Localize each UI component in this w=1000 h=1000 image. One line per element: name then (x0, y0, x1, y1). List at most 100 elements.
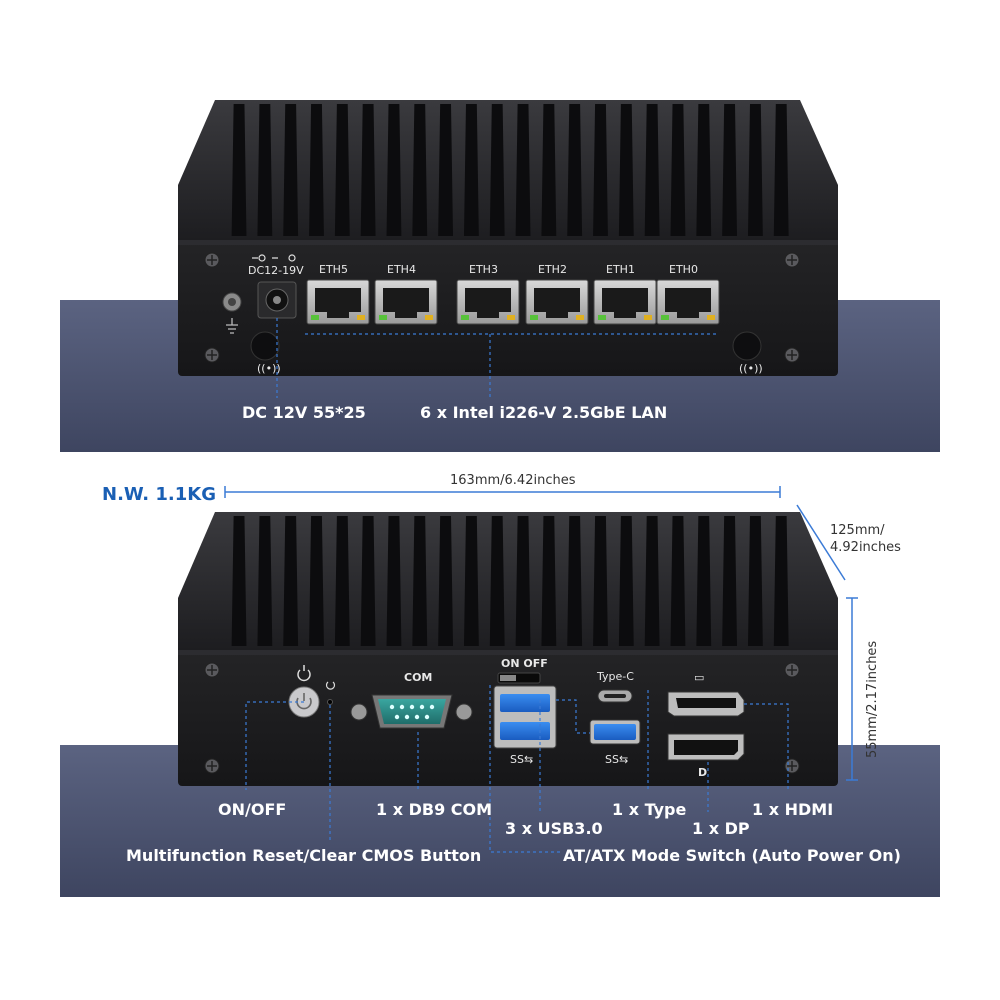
heatsink-fin (593, 104, 608, 236)
heatsink-fin (541, 516, 557, 646)
heatsink-fin (618, 516, 634, 646)
link-led (379, 315, 387, 320)
activity-led (707, 315, 715, 320)
heatsink-fin (489, 104, 505, 236)
antenna-icon: ((•)) (739, 362, 763, 375)
activity-led (425, 315, 433, 320)
heatsink-fin (696, 516, 712, 646)
depth-label-line1: 125mm/ (830, 523, 885, 538)
lan-callout: 6 x Intel i226-V 2.5GbE LAN (420, 403, 667, 422)
heatsink-fin (618, 104, 634, 236)
heatsink-fin (334, 104, 350, 236)
link-led (461, 315, 469, 320)
depth-label-line2: 4.92inches (830, 540, 901, 555)
heatsink-fin (567, 104, 583, 236)
antenna-icon: ((•)) (257, 362, 281, 375)
link-led (530, 315, 538, 320)
heatsink-fin (438, 516, 454, 646)
bottom-device: COM ON OFF SS⇆ Type-C SS⇆ ▭ D (178, 512, 838, 853)
db9-com-port (378, 699, 446, 724)
activity-led (576, 315, 584, 320)
eth-port-label: ETH2 (538, 263, 567, 276)
heatsink-fin (386, 516, 402, 646)
usb-callout: 3 x USB3.0 (505, 819, 603, 838)
heatsink-fin (231, 516, 247, 646)
heatsink-fin (257, 104, 273, 236)
reset-symbol-icon (325, 681, 336, 690)
heatsink-fin (747, 104, 763, 236)
power-symbol-icon (297, 665, 311, 682)
usb3-port-1 (500, 694, 550, 712)
heatsink-fin (670, 516, 686, 646)
heatsink-fin (412, 104, 428, 236)
reset-pinhole-button[interactable] (327, 699, 333, 705)
com-screw-right (455, 703, 473, 721)
heatsink-fin (309, 104, 324, 236)
heatsink-fin (515, 104, 531, 236)
heatsink-fin (670, 104, 686, 236)
width-label: 163mm/6.42inches (450, 473, 576, 488)
top-device: DC12-19V ((•)) ((•)) ETH5 ETH4 ETH3 ETH2 ETH… (178, 100, 838, 398)
heatsink-fin (747, 516, 763, 646)
usb-ss-icon: SS⇆ (510, 753, 533, 766)
eth-port-label: ETH3 (469, 263, 498, 276)
heatsink-fin (773, 516, 789, 646)
heatsink-fin (412, 516, 428, 646)
heatsink-fin (773, 104, 789, 236)
heatsink-fin (231, 104, 247, 236)
heatsink-fin (386, 104, 402, 236)
antenna-port-left (250, 331, 280, 361)
displayport-icon: D (698, 766, 707, 779)
heatsink-fin (567, 516, 583, 646)
dc-polarity-icon (252, 254, 296, 262)
activity-led (507, 315, 515, 320)
dc-callout: DC 12V 55*25 (242, 403, 366, 422)
depth-dimension-line (796, 504, 846, 581)
typec-label: Type-C (596, 670, 634, 683)
heatsink-fin (334, 516, 350, 646)
width-dimension-line (224, 486, 781, 498)
weight-label: N.W. 1.1KG (102, 484, 216, 505)
usb3-port-2 (500, 722, 550, 740)
usb3-port-3 (594, 724, 636, 740)
dc-voltage-label: DC12-19V (248, 264, 304, 277)
typec-callout: 1 x Type (612, 800, 686, 819)
com-label: COM (404, 671, 432, 684)
eth-port-label: ETH5 (319, 263, 348, 276)
hdmi-icon: ▭ (694, 671, 704, 684)
atx-switch-label: ON OFF (501, 657, 548, 670)
atx-callout: AT/ATX Mode Switch (Auto Power On) (563, 846, 901, 865)
onoff-callout: ON/OFF (218, 800, 286, 819)
power-icon (296, 693, 312, 710)
height-label: 55mm/2.17inches (865, 641, 880, 758)
heatsink-fin (360, 516, 376, 646)
heatsink-fin (515, 516, 531, 646)
dc-jack-icon (273, 296, 281, 304)
heatsink-fin (438, 104, 454, 236)
eth-port-label: ETH1 (606, 263, 635, 276)
link-led (311, 315, 319, 320)
heatsink-fin (722, 104, 738, 236)
heatsink-fin (722, 516, 738, 646)
heatsink-fin (644, 516, 660, 646)
heatsink-fin (541, 104, 557, 236)
reset-callout: Multifunction Reset/Clear CMOS Button (126, 846, 481, 865)
heatsink-fin (593, 516, 608, 646)
heatsink-fin (257, 516, 273, 646)
usb-ss-icon: SS⇆ (605, 753, 628, 766)
heatsink-fin (489, 516, 505, 646)
heatsink-fin (283, 516, 299, 646)
heatsink-fin (696, 104, 712, 236)
eth-port-label: ETH4 (387, 263, 416, 276)
eth-port-label: ETH0 (669, 263, 698, 276)
height-dimension-line (846, 597, 858, 781)
link-led (661, 315, 669, 320)
com-screw-left (350, 703, 368, 721)
heatsink-fin (283, 104, 299, 236)
ground-symbol-icon (226, 318, 238, 334)
hdmi-callout: 1 x HDMI (752, 800, 833, 819)
heatsink-fin (463, 516, 479, 646)
activity-led (644, 315, 652, 320)
heatsink-fin (644, 104, 660, 236)
link-led (598, 315, 606, 320)
